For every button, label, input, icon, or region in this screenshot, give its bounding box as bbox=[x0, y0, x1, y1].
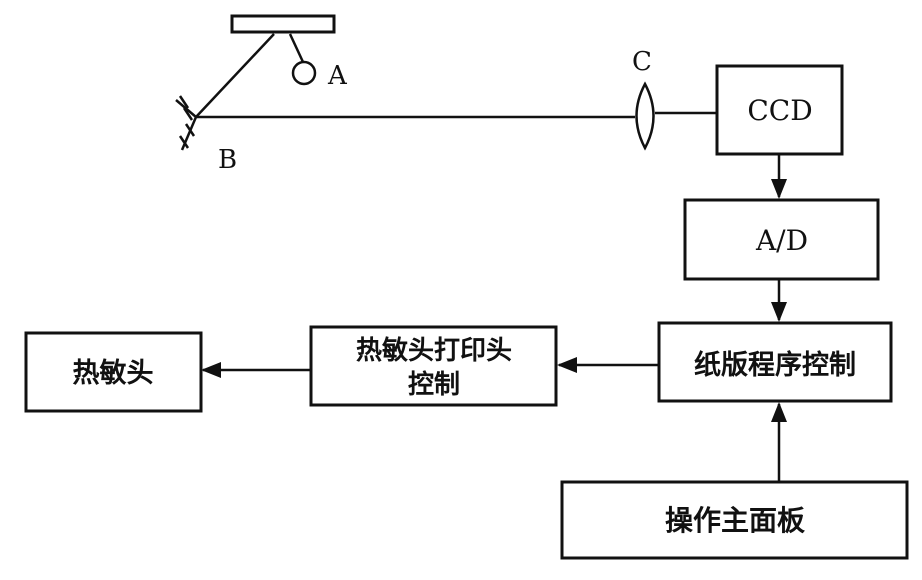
label-b: B bbox=[218, 145, 237, 175]
label-a: A bbox=[327, 61, 348, 91]
thermal-head-label: 热敏头 bbox=[73, 358, 154, 389]
label-c: C bbox=[632, 47, 652, 77]
light-source-plate bbox=[230, 14, 336, 34]
thermal-head-control-label-line2: 控制 bbox=[408, 370, 460, 400]
lens-c-icon bbox=[635, 81, 655, 151]
ad-label: A/D bbox=[755, 224, 808, 257]
thermal-head-control-box bbox=[309, 325, 558, 407]
main-panel-label: 操作主面板 bbox=[665, 504, 805, 537]
mirror-b-icon bbox=[175, 95, 198, 151]
ccd-label: CCD bbox=[747, 94, 812, 127]
plate-control-box bbox=[657, 321, 893, 403]
lamp-a-icon bbox=[291, 60, 317, 86]
lamp-a-hanger bbox=[288, 33, 305, 63]
thermal-head-box bbox=[24, 331, 203, 413]
incident-beam bbox=[195, 33, 275, 118]
main-panel-box bbox=[560, 480, 909, 560]
ad-box bbox=[683, 198, 880, 281]
thermal-head-control-label-line1: 热敏头打印头 bbox=[356, 336, 512, 366]
plate-control-label: 纸版程序控制 bbox=[694, 349, 856, 381]
